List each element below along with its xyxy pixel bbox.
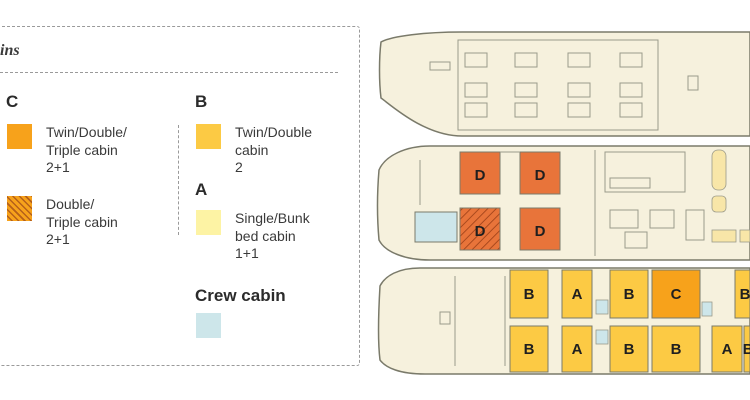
cabin-label-lower-bottom-5: A [722,341,733,358]
legend-item-c1-line2: Triple cabin [46,141,118,158]
legend-item-a1-line1: Single/Bunk [235,210,310,226]
swatch-crew-cabin [196,313,221,338]
legend-item-c2: Double/ Triple cabin 2+1 [46,196,118,249]
legend-item-c2-line1: Double/ [46,196,95,212]
cabin-label-middle-4: D [535,223,546,240]
legend-item-b1-line1: Twin/Double [235,124,313,140]
cabin-label-middle-2: D [535,167,546,184]
middle-deck [376,145,750,261]
category-c-letter: C [6,92,19,111]
swatch-a-single-bunk [196,210,221,235]
lower-cabin-bottom-4 [651,325,701,373]
middle-deck-cabin-4 [519,207,561,251]
upper-deck-tables [464,52,643,118]
legend-item-a1-line2: bed cabin [235,227,296,244]
crew-cabin-title: Crew cabin [195,286,286,305]
middle-deck-crew-room [414,211,458,243]
lower-cabin-bottom-5 [711,325,743,373]
upper-deck-bow-fitting [429,61,451,71]
lower-cabin-top-5 [734,269,750,319]
lower-cabin-top-3 [609,269,649,319]
swatch-c-double-triple-hatched [7,196,32,221]
lower-cabin-top-4 [651,269,701,319]
middle-deck-dining-tables [711,149,750,243]
legend-item-c1-line1: Twin/Double/ [46,124,127,140]
legend-title-divider [0,72,338,73]
lower-deck-bow-fittings [439,276,506,366]
legend-item-c2-line3: 2+1 [46,231,70,247]
cabin-label-lower-top-3: B [624,286,635,303]
legend-item-a1-line3: 1+1 [235,245,259,261]
lower-cabin-bottom-3 [609,325,649,373]
swatch-b-twin-double [196,124,221,149]
cabin-label-lower-bottom-3: B [624,341,635,358]
cabin-legend-panel [0,26,360,366]
lower-cabin-bottom-1 [509,325,549,373]
legend-item-b1-line2: cabin [235,141,269,158]
cabin-label-lower-bottom-2: A [572,341,583,358]
cabin-label-lower-bottom-4: B [671,341,682,358]
upper-deck-hull [378,31,750,137]
middle-deck-cabin-2 [519,151,561,195]
legend-item-a1: Single/Bunk bed cabin 1+1 [235,210,310,263]
legend-item-c1-line3: 2+1 [46,159,70,175]
legend-item-c2-line2: Triple cabin [46,213,118,230]
lower-deck-bathrooms [595,299,713,345]
swatch-c-twin-double-triple [7,124,32,149]
upper-deck-lounge [457,39,659,131]
cabin-label-lower-top-4: C [671,286,682,303]
lower-cabin-top-1 [509,269,549,319]
cabin-label-middle-1: D [475,167,486,184]
cabin-letters: D D D D B A B C B B A B B A B [475,167,750,358]
cabin-label-lower-top-1: B [524,286,535,303]
category-b-letter: B [195,92,208,111]
legend-title: ins [0,42,20,59]
cabin-label-lower-top-2: A [572,286,583,303]
lower-cabin-bottom-2 [561,325,593,373]
lower-cabin-bottom-6 [743,325,750,373]
cabin-label-lower-bottom-1: B [524,341,535,358]
middle-deck-cabin-3 [459,207,501,251]
upper-deck-stair [687,75,699,91]
legend-item-b1: Twin/Double cabin 2 [235,124,312,177]
upper-deck [378,31,750,137]
lower-deck [377,267,750,375]
cabin-label-middle-3: D [475,223,486,240]
legend-column-divider [178,125,179,235]
lower-cabin-top-2 [561,269,593,319]
category-a-letter: A [195,180,208,199]
legend-item-b1-line3: 2 [235,159,243,175]
middle-deck-cabin-1 [459,151,501,195]
cabin-label-lower-top-5: B [740,286,750,303]
cabin-label-lower-bottom-6: B [743,341,750,358]
middle-deck-hull [376,145,750,261]
middle-deck-interior-lines [419,150,705,256]
legend-item-c1: Twin/Double/ Triple cabin 2+1 [46,124,127,177]
